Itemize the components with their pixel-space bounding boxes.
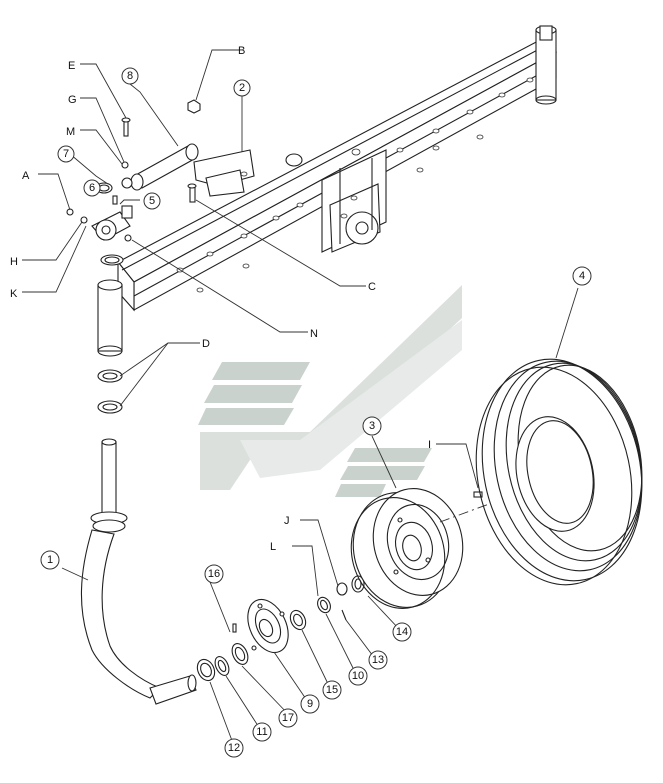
- svg-text:8: 8: [127, 70, 133, 82]
- callout-N: N: [310, 328, 318, 340]
- callout-bubble-6: 6: [83, 179, 101, 197]
- cylinder-part-8: [130, 143, 199, 191]
- hitch-bracket: [285, 148, 387, 253]
- svg-text:10: 10: [352, 670, 364, 682]
- svg-text:11: 11: [256, 726, 267, 738]
- svg-text:2: 2: [239, 82, 245, 94]
- callout-bubble-16: 16: [204, 564, 224, 584]
- tire-part-4: [475, 358, 643, 586]
- bracket-part-2: [193, 149, 255, 197]
- fasteners: [66, 99, 201, 242]
- callout-bubble-5: 5: [143, 192, 161, 210]
- callout-bubble-17: 17: [278, 708, 298, 728]
- right-end-post: [535, 25, 557, 105]
- leader-lines: [22, 49, 579, 747]
- svg-text:9: 9: [307, 698, 313, 710]
- callout-A: A: [22, 170, 30, 182]
- callout-bubble-11: 11: [252, 722, 272, 742]
- svg-text:12: 12: [228, 742, 240, 754]
- callout-H: H: [10, 256, 18, 268]
- letter-callouts: B E G M A H K C N D I J L: [10, 45, 431, 553]
- svg-text:17: 17: [282, 712, 294, 724]
- king-pin-tube: [97, 254, 124, 414]
- svg-text:5: 5: [149, 195, 155, 207]
- callout-L: L: [270, 541, 276, 553]
- hub-part-9: [247, 598, 289, 654]
- callout-M: M: [66, 126, 75, 138]
- callout-K: K: [10, 288, 18, 300]
- callout-bubble-4: 4: [572, 266, 592, 286]
- svg-text:1: 1: [47, 554, 53, 566]
- rim-part-3: [350, 488, 464, 609]
- callout-J: J: [284, 515, 290, 527]
- callout-C: C: [368, 281, 376, 293]
- svg-text:15: 15: [326, 684, 338, 696]
- callout-G: G: [68, 94, 77, 106]
- svg-text:7: 7: [63, 148, 69, 160]
- callout-bubble-14: 14: [392, 622, 412, 642]
- callout-bubble-3: 3: [362, 416, 382, 436]
- svg-text:6: 6: [89, 182, 95, 194]
- beam-holes: [176, 77, 534, 293]
- steering-arm-part-6: [91, 205, 133, 241]
- callout-bubble-13: 13: [368, 650, 388, 670]
- svg-text:4: 4: [579, 270, 585, 282]
- spindle-part-1: [80, 438, 197, 705]
- svg-text:14: 14: [396, 626, 408, 638]
- valve-stem: [473, 491, 483, 498]
- callout-D: D: [202, 338, 210, 350]
- callout-bubble-15: 15: [322, 680, 342, 700]
- callout-B: B: [238, 45, 245, 57]
- callout-bubble-9: 9: [300, 694, 320, 714]
- svg-text:3: 3: [369, 420, 375, 432]
- callout-bubble-7: 7: [57, 145, 75, 163]
- svg-text:13: 13: [372, 654, 384, 666]
- callout-E: E: [68, 60, 75, 72]
- number-callouts: 8 2 7 6 5 4 3 1: [40, 67, 592, 758]
- svg-text:16: 16: [208, 568, 220, 580]
- bearing-seals: [196, 575, 365, 682]
- callout-I-rim: I: [428, 439, 431, 451]
- callout-bubble-1: 1: [40, 550, 60, 570]
- callout-bubble-10: 10: [348, 666, 368, 686]
- callout-bubble-12: 12: [224, 738, 244, 758]
- callout-bubble-8: 8: [121, 67, 139, 85]
- callout-bubble-2: 2: [233, 79, 251, 97]
- watermark-logo: [198, 285, 462, 497]
